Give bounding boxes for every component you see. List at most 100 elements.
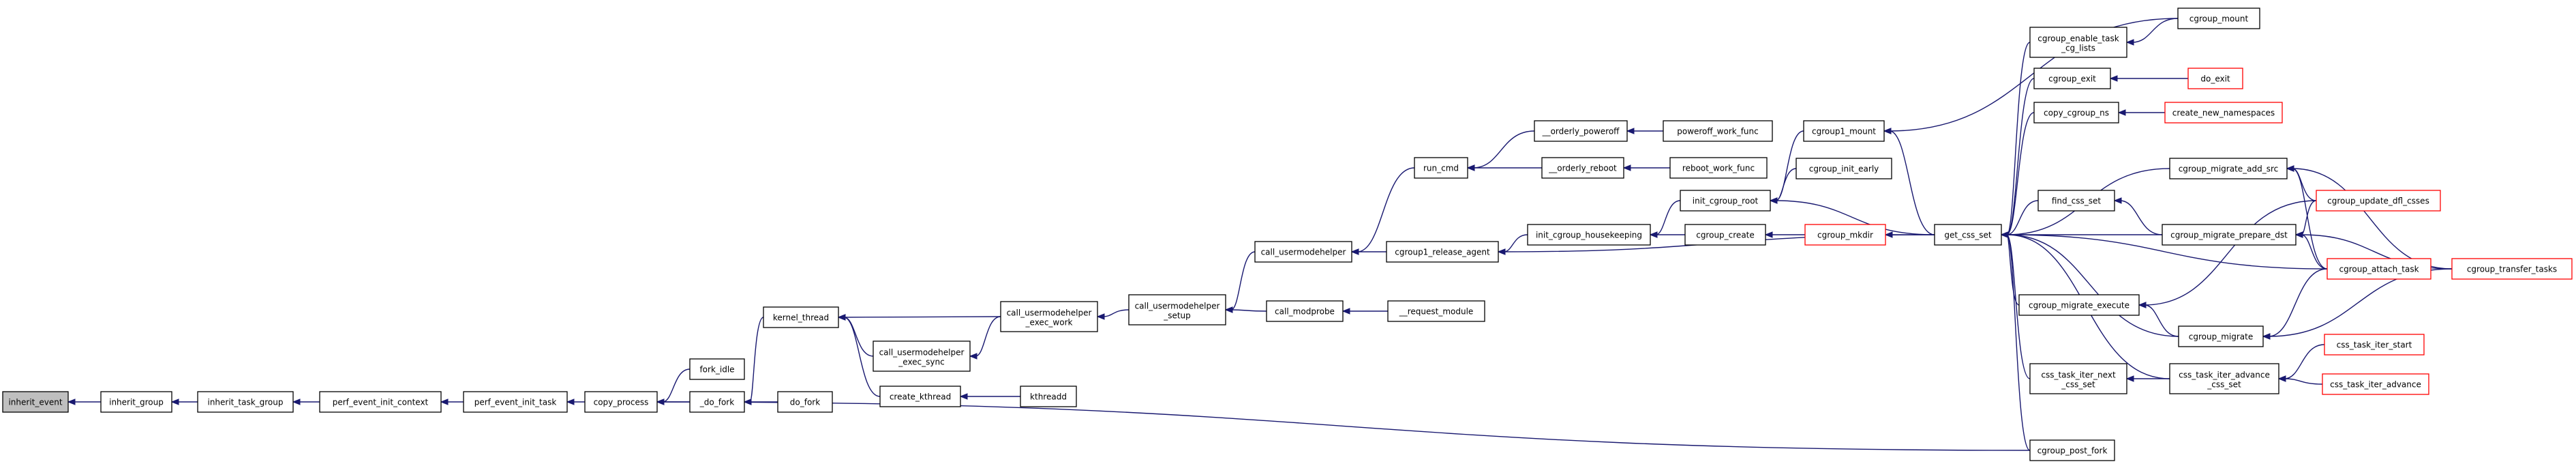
node-css-task-iter-advance[interactable]: css_task_iter_advance: [2322, 373, 2429, 395]
call-edge: [1503, 234, 1528, 252]
node-run-cmd[interactable]: run_cmd: [1414, 157, 1468, 179]
node-fork-idle[interactable]: fork_idle: [689, 358, 745, 380]
node-label: call_usermodehelper: [879, 348, 965, 358]
node-kernel-thread[interactable]: kernel_thread: [763, 306, 839, 328]
node-box: [1527, 224, 1651, 246]
node-box: [1020, 386, 1077, 407]
node-cgroup1-release-agent[interactable]: cgroup1_release_agent: [1386, 241, 1499, 263]
node-label: __orderly_reboot: [1548, 164, 1617, 173]
node-box: [1934, 224, 2002, 246]
node-cu-setup[interactable]: call_usermodehelper_setup: [1128, 294, 1226, 325]
node-label: kernel_thread: [773, 313, 829, 323]
node-box: [1254, 241, 1352, 263]
node-cgroup1-mount[interactable]: cgroup1_mount: [1803, 120, 1885, 142]
node-box: [777, 391, 833, 413]
node-call-modprobe[interactable]: call_modprobe: [1266, 300, 1344, 322]
node-create-new-namespaces[interactable]: create_new_namespaces: [2164, 102, 2283, 124]
node-box: [1680, 190, 1771, 212]
node-label: cgroup1_release_agent: [1395, 248, 1490, 257]
node-label: css_task_iter_advance: [2330, 380, 2421, 390]
node-create-kthread[interactable]: create_kthread: [879, 386, 961, 407]
node-do-fork2[interactable]: do_fork: [777, 391, 833, 413]
node-init-cgroup-housekeeping[interactable]: init_cgroup_housekeeping: [1527, 224, 1651, 246]
node-css-task-iter-next-css-set[interactable]: css_task_iter_next_css_set: [2029, 363, 2127, 394]
call-edge: [1775, 200, 1935, 235]
node-cgroup-post-fork[interactable]: cgroup_post_fork: [2029, 439, 2115, 461]
node-box: [879, 386, 961, 407]
node-kthreadd[interactable]: kthreadd: [1020, 386, 1077, 407]
node-inherit-task-group[interactable]: inherit_task_group: [197, 391, 294, 413]
node-call-usermodehelper[interactable]: call_usermodehelper: [1254, 241, 1352, 263]
node-box: [584, 391, 658, 413]
node-find-css-set[interactable]: find_css_set: [2037, 190, 2115, 212]
node-request-module[interactable]: __request_module: [1387, 300, 1485, 322]
node-cgroup-transfer-tasks[interactable]: cgroup_transfer_tasks: [2451, 258, 2573, 280]
node-cgroup-attach-task[interactable]: cgroup_attach_task: [2327, 258, 2431, 280]
node-label: run_cmd: [1423, 164, 1459, 173]
node-box: [2033, 102, 2119, 124]
call-edge: [2006, 42, 2031, 235]
node-box: [1663, 120, 1773, 142]
node-label: call_usermodehelper: [1261, 248, 1346, 257]
node-cue-exec-work[interactable]: call_usermodehelper_exec_work: [1000, 301, 1098, 332]
node-copy-process[interactable]: copy_process: [584, 391, 658, 413]
node-label: cgroup_init_early: [1809, 164, 1879, 174]
node-label: init_cgroup_housekeeping: [1536, 231, 1642, 240]
call-edge: [2006, 112, 2035, 235]
node-box: [1684, 224, 1766, 246]
node-box: [2187, 68, 2243, 89]
node-box: [2164, 102, 2283, 124]
node-css-task-iter-advance-css-set[interactable]: css_task_iter_advance_css_set: [2169, 363, 2279, 394]
call-edge: [2292, 168, 2328, 270]
node-orderly-reboot[interactable]: __orderly_reboot: [1541, 157, 1624, 179]
node-label: cgroup_migrate_prepare_dst: [2170, 231, 2288, 240]
node-cgroup-exit[interactable]: cgroup_exit: [2033, 68, 2111, 89]
node-copy-cgroup-ns[interactable]: copy_cgroup_ns: [2033, 102, 2119, 124]
node-inherit-group[interactable]: inherit_group: [100, 391, 172, 413]
node-css-task-iter-start[interactable]: css_task_iter_start: [2324, 334, 2425, 356]
call-edge: [1472, 130, 1535, 169]
call-edge: [2006, 234, 2031, 379]
node-init-cgroup-root[interactable]: init_cgroup_root: [1680, 190, 1771, 212]
node-box: [1128, 294, 1226, 325]
node-do-exit[interactable]: do_exit: [2187, 68, 2243, 89]
node-cgroup-create[interactable]: cgroup_create: [1684, 224, 1766, 246]
node-perf-event-init-task[interactable]: perf_event_init_task: [463, 391, 568, 413]
node-cgroup-mkdir[interactable]: cgroup_mkdir: [1804, 224, 1886, 246]
node-cgroup-update-dfl-csses[interactable]: cgroup_update_dfl_csses: [2316, 190, 2441, 212]
node-cgroup-enable-task-cg-lists[interactable]: cgroup_enable_task_cg_lists: [2029, 27, 2127, 58]
node-cgroup-mount[interactable]: cgroup_mount: [2177, 8, 2260, 29]
node-box: [2029, 27, 2127, 58]
node-cgroup-init-early[interactable]: cgroup_init_early: [1795, 158, 1892, 179]
node-perf-event-init-context[interactable]: perf_event_init_context: [319, 391, 442, 413]
node-do-fork[interactable]: _do_fork: [689, 391, 745, 413]
node-cgroup-migrate-execute[interactable]: cgroup_migrate_execute: [2018, 294, 2140, 316]
call-edge: [2268, 268, 2328, 337]
node-label: cgroup_exit: [2048, 74, 2096, 84]
node-cue-exec-sync[interactable]: call_usermodehelper_exec_sync: [873, 340, 971, 372]
node-poweroff-work-func[interactable]: poweroff_work_func: [1663, 120, 1773, 142]
call-edge: [1102, 309, 1130, 317]
node-label: cgroup_migrate: [2189, 332, 2253, 342]
node-box: [2033, 68, 2111, 89]
edge-arrowhead: [1622, 164, 1631, 171]
node-cgroup-migrate-add-src[interactable]: cgroup_migrate_add_src: [2169, 158, 2288, 179]
node-box: [2177, 8, 2260, 29]
node-cgroup-migrate[interactable]: cgroup_migrate: [2178, 325, 2264, 347]
call-edge: [2284, 378, 2323, 385]
node-label: _do_fork: [699, 398, 734, 407]
node-cgroup-migrate-prepare-dst[interactable]: cgroup_migrate_prepare_dst: [2162, 224, 2297, 246]
call-edge: [1230, 251, 1256, 310]
call-edge: [975, 316, 1001, 357]
node-label: cgroup_post_fork: [2037, 446, 2108, 456]
node-get-css-set[interactable]: get_css_set: [1934, 224, 2002, 246]
edge-arrowhead: [170, 398, 179, 405]
node-label: fork_idle: [699, 365, 734, 375]
node-orderly-poweroff[interactable]: __orderly_poweroff: [1534, 120, 1628, 142]
node-reboot-work-func[interactable]: reboot_work_func: [1669, 157, 1768, 179]
node-label: inherit_group: [109, 398, 164, 407]
node-label: perf_event_init_task: [474, 398, 557, 407]
node-box: [2, 391, 69, 413]
edge-arrowhead: [292, 398, 301, 405]
call-edge: [1889, 130, 1935, 235]
